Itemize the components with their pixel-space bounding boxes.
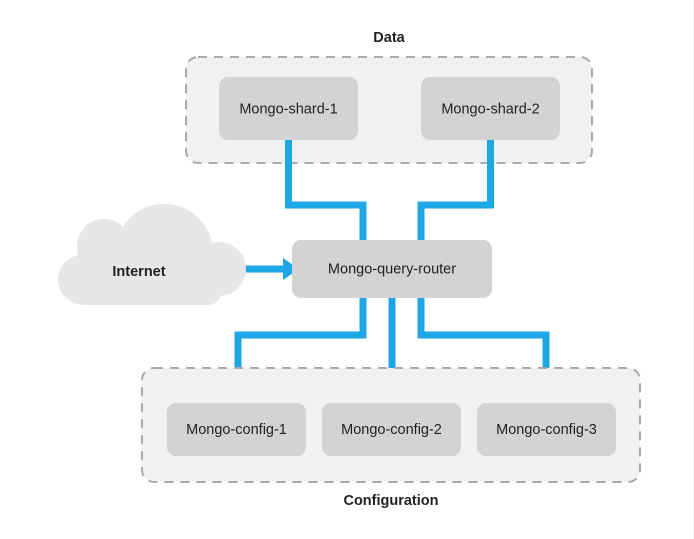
node-mongo-config-3[interactable]: Mongo-config-3 xyxy=(477,403,616,456)
node-mongo-config-1[interactable]: Mongo-config-1 xyxy=(167,403,306,456)
node-mongo-query-router-box[interactable] xyxy=(292,240,492,298)
node-mongo-shard-1-box[interactable] xyxy=(219,77,358,140)
node-mongo-config-3-box[interactable] xyxy=(477,403,616,456)
node-mongo-config-3-label: Mongo-config-3 xyxy=(496,422,597,438)
node-mongo-query-router-label: Mongo-query-router xyxy=(328,261,456,277)
node-mongo-query-router[interactable]: Mongo-query-router xyxy=(292,240,492,298)
arrow-head-icon xyxy=(283,258,299,280)
node-mongo-shard-2[interactable]: Mongo-shard-2 xyxy=(421,77,560,140)
node-mongo-config-2-box[interactable] xyxy=(322,403,461,456)
link-shard1-to-router xyxy=(285,140,367,240)
node-mongo-shard-2-label: Mongo-shard-2 xyxy=(441,101,539,117)
node-mongo-config-2[interactable]: Mongo-config-2 xyxy=(322,403,461,456)
cloud-icon xyxy=(58,204,246,305)
internet-cloud[interactable]: Internet xyxy=(58,204,246,305)
node-mongo-shard-1[interactable]: Mongo-shard-1 xyxy=(219,77,358,140)
node-mongo-config-1-label: Mongo-config-1 xyxy=(186,422,287,438)
node-mongo-config-2-label: Mongo-config-2 xyxy=(341,422,442,438)
data-group-title: Data xyxy=(373,30,405,46)
node-mongo-config-1-box[interactable] xyxy=(167,403,306,456)
link-shard2-to-router xyxy=(417,140,494,240)
configuration-group-title: Configuration xyxy=(343,493,438,509)
node-mongo-shard-2-box[interactable] xyxy=(421,77,560,140)
node-mongo-shard-1-label: Mongo-shard-1 xyxy=(239,101,337,117)
internet-cloud-label: Internet xyxy=(112,264,165,280)
